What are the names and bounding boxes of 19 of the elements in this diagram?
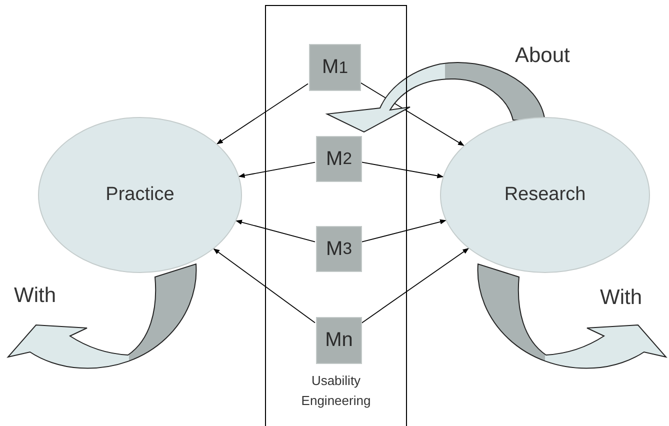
arrow	[213, 248, 316, 324]
group-frame	[265, 5, 407, 426]
curved-block-arrow	[478, 264, 666, 368]
arrow	[236, 220, 316, 242]
arrow	[360, 162, 444, 178]
edge-label: With	[14, 284, 56, 308]
curved-block-arrow	[8, 264, 196, 368]
arrow	[360, 82, 464, 146]
ellipse-node: Research	[440, 117, 650, 273]
edge-label: With	[600, 286, 642, 310]
arrow	[360, 248, 469, 324]
arrow	[216, 83, 308, 144]
curved-block-arrow	[326, 62, 546, 132]
edge-label: About	[515, 44, 570, 68]
group-label: Usability Engineering	[300, 372, 372, 410]
ellipse-node: Practice	[38, 117, 242, 273]
method-box: Mn	[316, 317, 362, 364]
arrow	[360, 219, 446, 243]
arrow	[238, 162, 316, 178]
